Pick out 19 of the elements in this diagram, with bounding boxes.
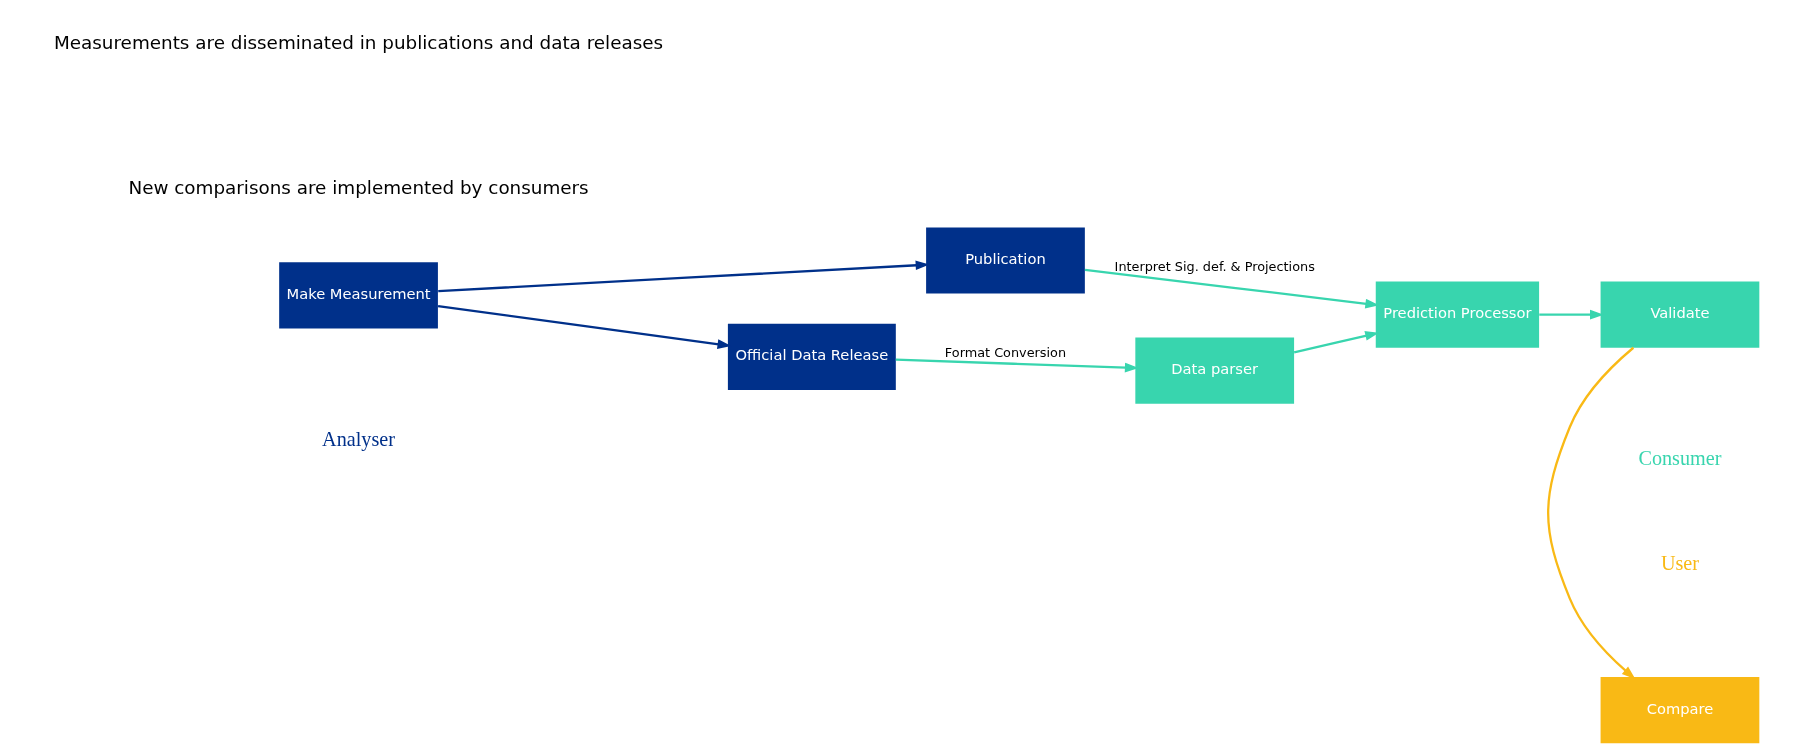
node-box: Publication: [926, 227, 1085, 294]
node-box: Make Measurement: [279, 262, 438, 329]
node-box: Data parser: [1135, 337, 1295, 404]
node-box: Validate: [1600, 281, 1760, 348]
label: Measurements are disseminated in publications and data releases: [53, 32, 664, 54]
node-box: Compare: [1600, 677, 1760, 744]
arrow: [1539, 309, 1604, 320]
label: User: [1660, 552, 1699, 575]
label: Consumer: [1638, 446, 1722, 469]
edge-label: Format Conversion: [944, 345, 1067, 361]
arrow: [895, 358, 1139, 373]
arrow: [438, 260, 930, 293]
arrow: [1293, 331, 1379, 354]
label: New comparisons are implemented by consumers: [128, 177, 589, 199]
label: Analyser: [322, 427, 395, 450]
node-box: Official Data Release: [727, 323, 896, 390]
arrow: [1547, 346, 1636, 680]
node-box: Prediction Processor: [1375, 281, 1540, 348]
edge-label: Interpret Sig. def. & Projections: [1114, 258, 1315, 274]
